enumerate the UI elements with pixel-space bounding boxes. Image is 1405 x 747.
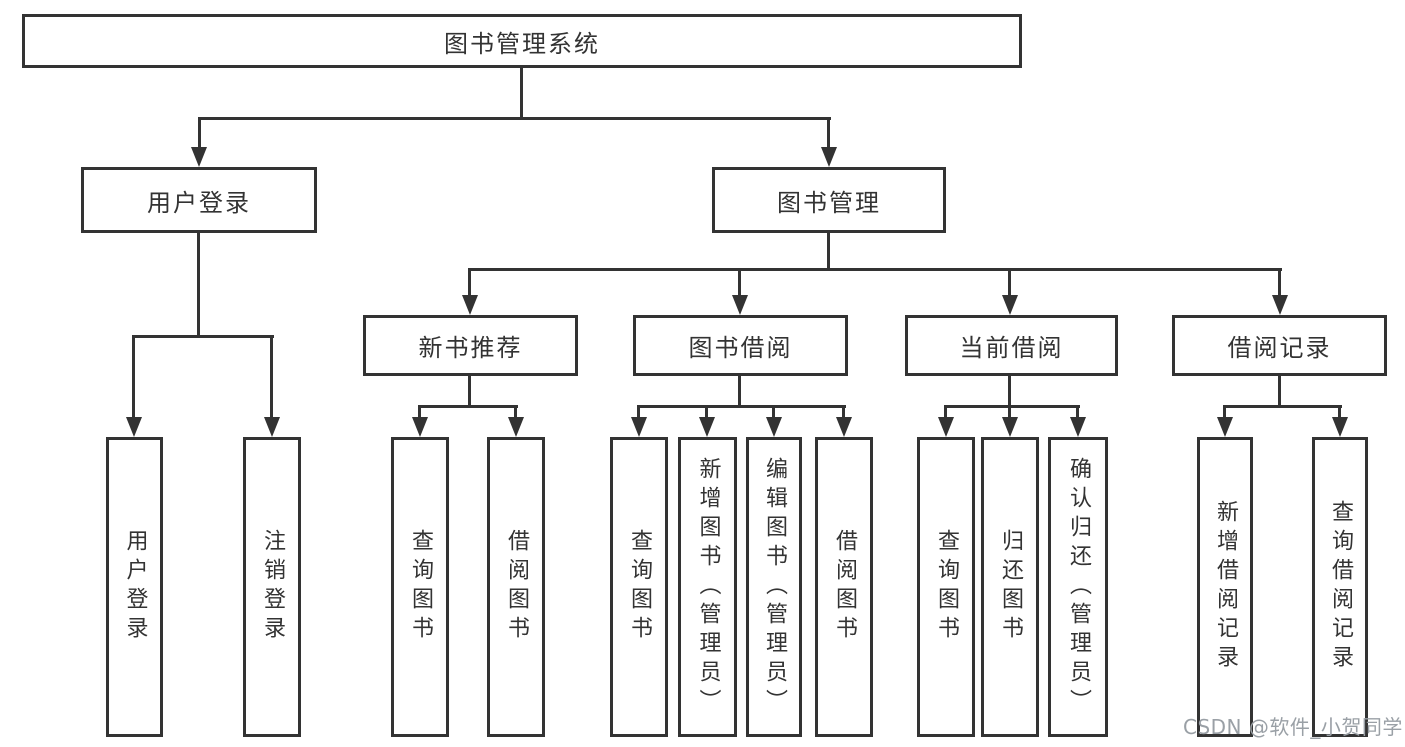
arrow-down-icon bbox=[836, 417, 852, 437]
connector-leaf-stem bbox=[418, 405, 421, 419]
connector-leaf-stem bbox=[1223, 405, 1226, 419]
node-root-box: 图书管理系统 bbox=[22, 14, 1022, 68]
node-nbr-borrow-box: 借阅图书 bbox=[487, 437, 545, 737]
arrow-down-icon bbox=[412, 417, 428, 437]
connector-new-book-rec-stem bbox=[468, 376, 471, 408]
node-cb-confirm-box: 确认归还（管理员） bbox=[1048, 437, 1108, 737]
node-new-book-rec-box: 新书推荐 bbox=[363, 315, 578, 376]
node-br-query-label: 查询借阅记录 bbox=[1328, 500, 1353, 674]
connector-root-stem bbox=[520, 68, 523, 120]
node-book-mgmt-box: 图书管理 bbox=[712, 167, 946, 233]
connector-root-hbar bbox=[198, 117, 831, 120]
arrow-down-icon bbox=[699, 417, 715, 437]
node-book-borrow-label: 图书借阅 bbox=[688, 334, 793, 362]
arrow-down-icon bbox=[1002, 417, 1018, 437]
node-root-label: 图书管理系统 bbox=[444, 29, 600, 58]
arrow-down-icon bbox=[766, 417, 782, 437]
connector-to-book-borrow-stem bbox=[738, 268, 741, 297]
connector-user-login-hbar bbox=[133, 335, 274, 338]
arrow-down-icon bbox=[1070, 417, 1086, 437]
node-user-login-label: 用户登录 bbox=[147, 188, 251, 217]
connector-to-current-borrow-stem bbox=[1008, 268, 1011, 297]
connector-to-borrow-record-stem bbox=[1278, 268, 1281, 297]
node-book-mgmt-label: 图书管理 bbox=[777, 188, 881, 217]
connector-book-mgmt-hbar bbox=[468, 268, 1282, 271]
connector-leaf-stem bbox=[1338, 405, 1341, 419]
node-new-book-rec-label: 新书推荐 bbox=[418, 334, 523, 362]
arrow-down-icon bbox=[462, 295, 478, 315]
node-cb-return-label: 归还图书 bbox=[998, 529, 1023, 645]
node-bb-edit-box: 编辑图书（管理员） bbox=[746, 437, 802, 737]
connector-book-mgmt-stem bbox=[827, 233, 830, 271]
connector-leaf-stem bbox=[514, 405, 517, 419]
csdn-watermark: CSDN @软件_小贺同学 bbox=[1183, 715, 1403, 739]
arrow-down-icon bbox=[938, 417, 954, 437]
node-ul-login-label: 用户登录 bbox=[122, 529, 148, 645]
connector-leaf-stem bbox=[1076, 405, 1079, 419]
arrow-down-icon bbox=[126, 417, 142, 437]
connector-borrow-record-hbar bbox=[1223, 405, 1342, 408]
connector-book-borrow-hbar bbox=[637, 405, 846, 408]
connector-book-borrow-stem bbox=[738, 376, 741, 408]
node-br-add-label: 新增借阅记录 bbox=[1213, 500, 1238, 674]
connector-leaf-stem bbox=[772, 405, 775, 419]
connector-leaf-stem bbox=[944, 405, 947, 419]
connector-leaf-stem bbox=[705, 405, 708, 419]
connector-to-book-mgmt-stem bbox=[827, 117, 830, 150]
arrow-down-icon bbox=[821, 147, 837, 167]
connector-to-ul-login-stem bbox=[132, 335, 135, 419]
node-borrow-record-box: 借阅记录 bbox=[1172, 315, 1387, 376]
arrow-down-icon bbox=[1332, 417, 1348, 437]
node-ul-logout-label: 注销登录 bbox=[260, 529, 285, 645]
node-ul-login-box: 用户登录 bbox=[106, 437, 163, 737]
arrow-down-icon bbox=[264, 417, 280, 437]
connector-to-user-login-stem bbox=[198, 117, 201, 150]
connector-to-ul-logout-stem bbox=[270, 335, 273, 419]
arrow-down-icon bbox=[631, 417, 647, 437]
connector-leaf-stem bbox=[1008, 405, 1011, 419]
node-br-add-box: 新增借阅记录 bbox=[1197, 437, 1253, 737]
node-current-borrow-box: 当前借阅 bbox=[905, 315, 1118, 376]
node-bb-borrow-box: 借阅图书 bbox=[815, 437, 873, 737]
connector-current-borrow-stem bbox=[1008, 376, 1011, 408]
node-borrow-record-label: 借阅记录 bbox=[1227, 334, 1332, 362]
node-book-borrow-box: 图书借阅 bbox=[633, 315, 848, 376]
node-cb-query-label: 查询图书 bbox=[934, 529, 959, 645]
arrow-down-icon bbox=[732, 295, 748, 315]
connector-user-login-stem bbox=[197, 233, 200, 337]
connector-new-book-rec-hbar bbox=[418, 405, 518, 408]
connector-leaf-stem bbox=[842, 405, 845, 419]
node-nbr-borrow-label: 借阅图书 bbox=[504, 529, 529, 645]
node-bb-query-label: 查询图书 bbox=[627, 529, 652, 645]
arrow-down-icon bbox=[1217, 417, 1233, 437]
arrow-down-icon bbox=[1272, 295, 1288, 315]
connector-leaf-stem bbox=[637, 405, 640, 419]
node-nbr-query-box: 查询图书 bbox=[391, 437, 449, 737]
node-br-query-box: 查询借阅记录 bbox=[1312, 437, 1368, 737]
node-ul-logout-box: 注销登录 bbox=[243, 437, 301, 737]
arrow-down-icon bbox=[1002, 295, 1018, 315]
arrow-down-icon bbox=[508, 417, 524, 437]
connector-borrow-record-stem bbox=[1278, 376, 1281, 408]
node-bb-edit-label: 编辑图书（管理员） bbox=[762, 456, 787, 718]
node-bb-add-label: 新增图书（管理员） bbox=[695, 456, 721, 718]
connector-to-new-book-rec-stem bbox=[468, 268, 471, 297]
node-user-login-box: 用户登录 bbox=[81, 167, 317, 233]
connector-current-borrow-hbar bbox=[944, 405, 1080, 408]
node-cb-return-box: 归还图书 bbox=[981, 437, 1039, 737]
node-nbr-query-label: 查询图书 bbox=[408, 529, 433, 645]
arrow-down-icon bbox=[191, 147, 207, 167]
node-cb-confirm-label: 确认归还（管理员） bbox=[1066, 456, 1091, 718]
node-bb-query-box: 查询图书 bbox=[610, 437, 668, 737]
node-bb-borrow-label: 借阅图书 bbox=[832, 529, 857, 645]
node-cb-query-box: 查询图书 bbox=[917, 437, 975, 737]
node-bb-add-box: 新增图书（管理员） bbox=[678, 437, 737, 737]
node-current-borrow-label: 当前借阅 bbox=[959, 334, 1064, 362]
